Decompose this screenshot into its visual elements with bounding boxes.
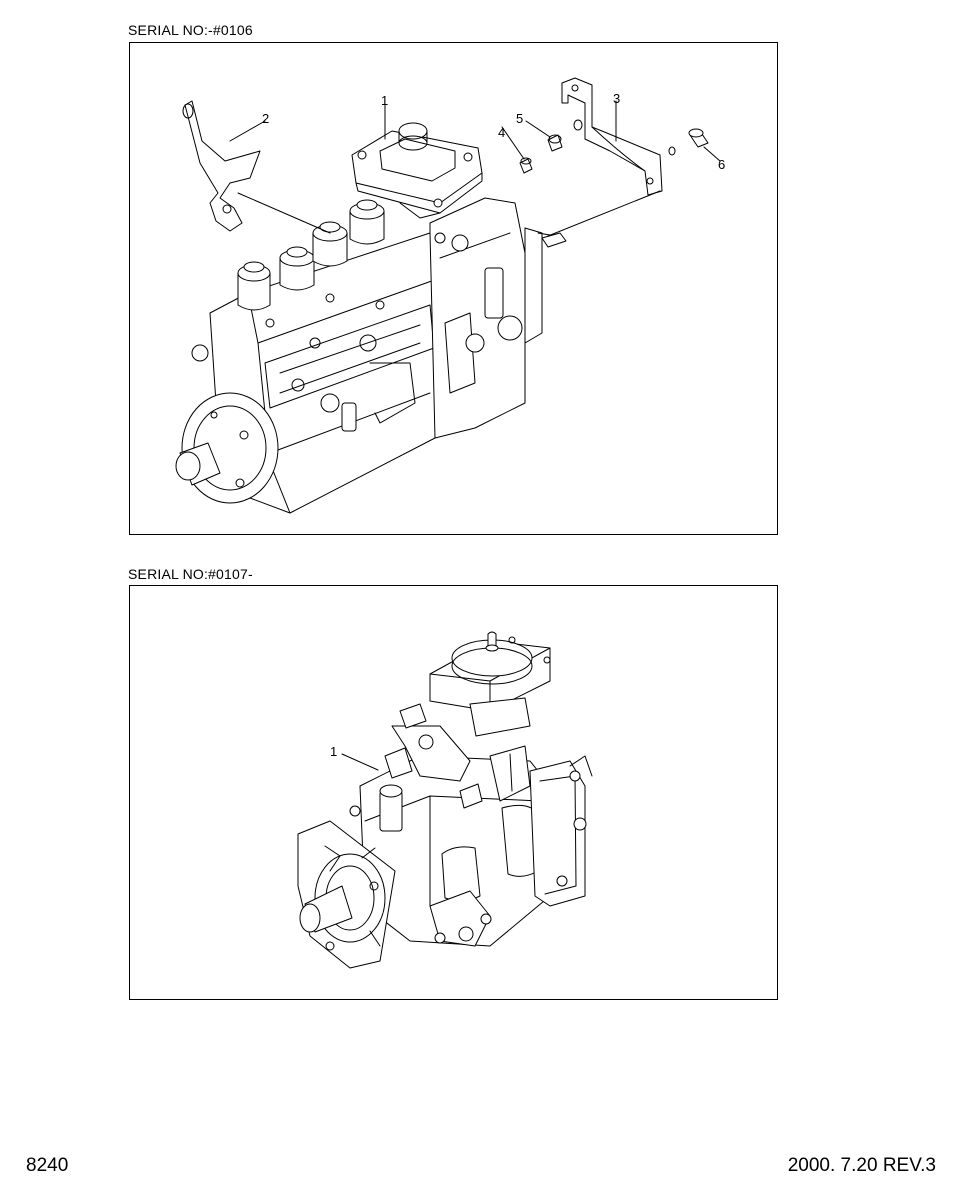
leader-line-1 [341,753,379,771]
small-hardware [519,119,709,174]
callout-5: 5 [516,111,523,126]
drive-flange [175,392,279,504]
callout-6: 6 [718,157,725,172]
callout-2: 2 [262,111,269,126]
control-lever [379,703,531,832]
part-3-bracket [561,77,663,196]
body-details [191,232,523,432]
side-plate [529,755,593,907]
revision-date: 2000. 7.20 REV.3 [787,1155,936,1176]
serial-label-bottom: SERIAL NO:#0107- [128,566,253,582]
diagram-panel-top: 1 2 3 4 5 6 [129,42,778,535]
fuel-injection-pump-inline-drawing: 1 2 3 4 5 6 [175,77,725,514]
drive-flange-bottom [297,820,396,969]
aneroid-cover [351,122,483,219]
leader-lines [229,100,721,237]
delivery-valve-holders [237,199,385,311]
serial-label-top: SERIAL NO:-#0106 [128,22,253,38]
page-number: 8240 [26,1155,69,1176]
part-2-clip [182,100,261,232]
callout-4: 4 [498,125,505,140]
fuel-injection-pump-distributor-drawing: 1 [297,631,593,969]
lower-details [349,770,581,947]
callout-1-bottom: 1 [330,744,337,759]
diaphragm-housing [429,631,551,737]
output-shaft [541,232,567,248]
diagram-panel-bottom: 1 [129,585,778,1000]
callout-1: 1 [381,93,388,108]
governor-housing [429,197,551,439]
callout-3: 3 [613,91,620,106]
